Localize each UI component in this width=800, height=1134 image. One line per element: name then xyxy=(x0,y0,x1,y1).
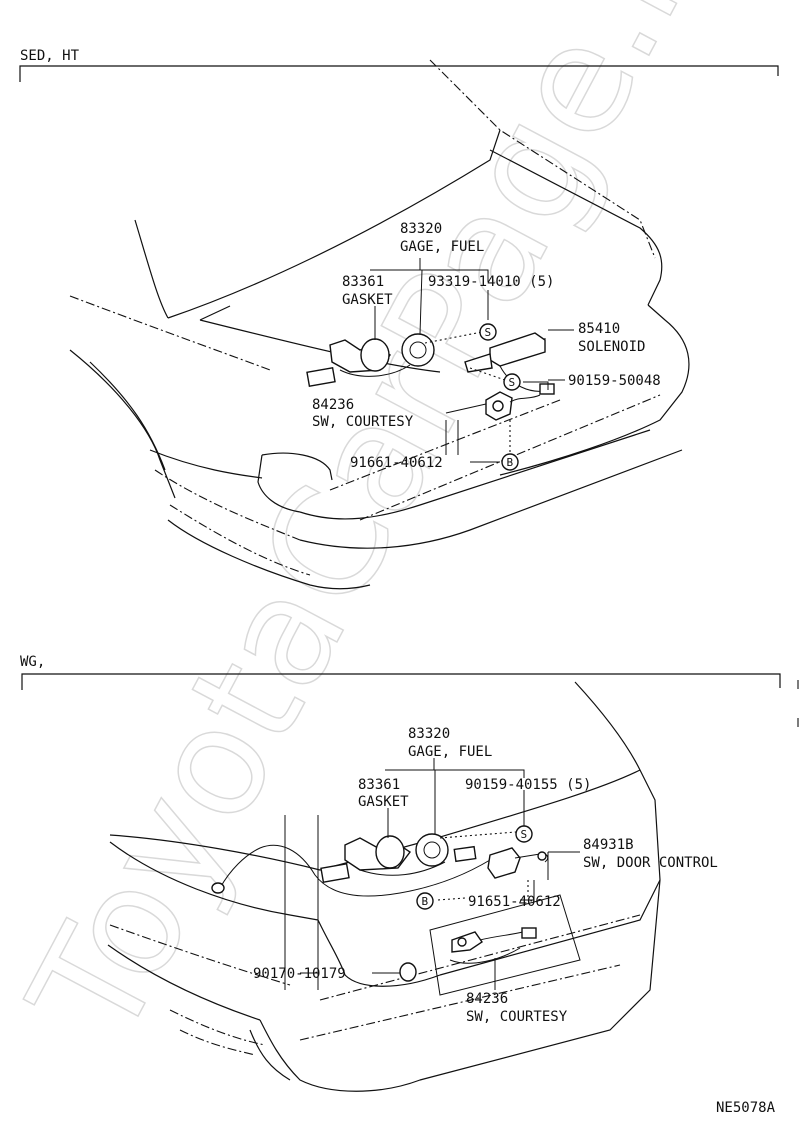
label-gasket-name: GASKET xyxy=(358,794,409,810)
label-courtesy-number: 84236 xyxy=(312,397,354,413)
leader-lines xyxy=(370,258,574,463)
fuel-gage-assembly xyxy=(306,333,435,387)
label-solenoid-number: 85410 xyxy=(578,321,620,337)
label-door-switch-number: 84931B xyxy=(583,837,634,853)
label-courtesy-name: SW, COURTESY xyxy=(466,1009,568,1025)
clip-part xyxy=(399,962,417,982)
wire-harness xyxy=(211,844,491,897)
leader-lines xyxy=(300,758,580,990)
solenoid-part xyxy=(464,332,555,395)
fuel-gage-assembly xyxy=(320,833,449,883)
drawing-code: NE5078A xyxy=(716,1100,776,1116)
label-screw-number: 93319-14010 (5) xyxy=(428,274,554,290)
svg-text:S: S xyxy=(509,376,516,389)
label-bolt-number: 90159-50048 xyxy=(568,373,661,389)
section-title: SED, HT xyxy=(20,48,80,64)
label-door-switch-name: SW, DOOR CONTROL xyxy=(583,855,718,871)
label-gage-name: GAGE, FUEL xyxy=(400,239,484,255)
label-gasket-name: GASKET xyxy=(342,292,393,308)
section-bracket xyxy=(21,673,781,690)
label-solenoid-name: SOLENOID xyxy=(578,339,645,355)
callout-b-bolt: B xyxy=(416,892,434,910)
svg-text:S: S xyxy=(521,828,528,841)
label-gasket-number: 83361 xyxy=(358,777,400,793)
label-gage-number: 83320 xyxy=(400,221,442,237)
label-courtesy-name: SW, COURTESY xyxy=(312,414,414,430)
courtesy-switch-part xyxy=(485,391,541,421)
label-bolt-number: 91651-40612 xyxy=(468,894,561,910)
callout-s-solenoid: S xyxy=(503,373,521,391)
section-wg: WG, xyxy=(20,654,799,1092)
callout-s-screw: S xyxy=(479,323,497,341)
label-bolt2-number: 91661-40612 xyxy=(350,455,443,471)
label-courtesy-number: 84236 xyxy=(466,991,508,1007)
label-clip-number: 90170-10179 xyxy=(253,966,346,982)
label-gage-name: GAGE, FUEL xyxy=(408,744,492,760)
section-bracket xyxy=(19,65,779,82)
sedan-body-outline xyxy=(69,59,690,590)
section-sed-ht: SED, HT xyxy=(19,48,779,590)
label-gage-number: 83320 xyxy=(408,726,450,742)
svg-text:B: B xyxy=(507,456,514,469)
svg-text:B: B xyxy=(422,895,429,908)
watermark: ToyotaCarPage.ru xyxy=(0,0,770,1069)
courtesy-switch-part xyxy=(449,927,537,964)
label-screw-number: 90159-40155 (5) xyxy=(465,777,591,793)
label-gasket-number: 83361 xyxy=(342,274,384,290)
section-title: WG, xyxy=(20,654,45,670)
callout-b-bolt: B xyxy=(501,453,519,471)
door-control-switch-part xyxy=(453,845,549,879)
svg-text:S: S xyxy=(485,326,492,339)
callout-s-screw: S xyxy=(515,825,533,843)
